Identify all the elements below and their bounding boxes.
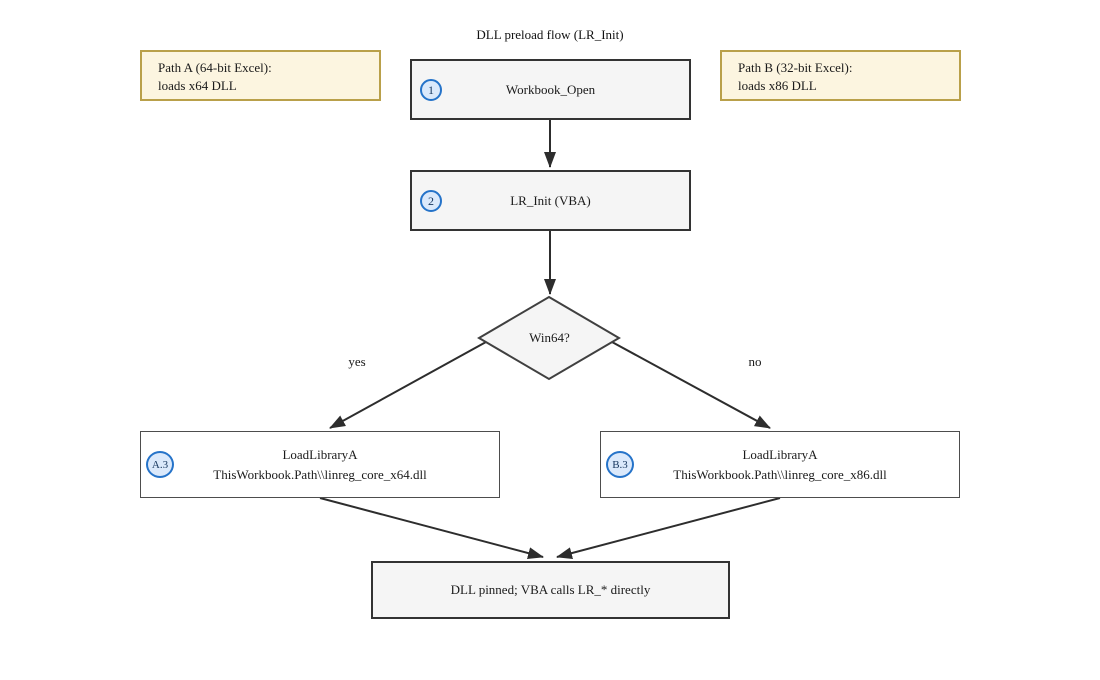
step-badge-b3: B.3 [606,451,634,478]
decision-label: Win64? [529,330,570,345]
decision-diamond [477,295,621,381]
node-workbook-open-label: Workbook_Open [505,81,596,97]
edge-load-x86-to-dll-pinned [556,497,781,559]
note-path-a: Path A (64-bit Excel): loads x64 DLL [140,50,381,101]
node-loadlibrary-x64-line2: ThisWorkbook.Path\\linreg_core_x64.dll [213,466,427,482]
node-dll-pinned-label: DLL pinned; VBA calls LR_* directly [450,582,651,597]
note-path-b-line2: loads x86 DLL [738,78,817,93]
diagram-title: DLL preload flow (LR_Init) [476,27,624,42]
step-badge-a3: A.3 [146,451,174,478]
node-loadlibrary-x64: LoadLibraryA ThisWorkbook.Path\\linreg_c… [140,431,500,498]
note-path-a-line1: Path A (64-bit Excel): [158,60,272,75]
note-path-b: Path B (32-bit Excel): loads x86 DLL [720,50,961,101]
note-path-a-line2: loads x64 DLL [158,78,237,93]
edge-decision-no-to-load-x86 [611,341,771,429]
node-dll-pinned: DLL pinned; VBA calls LR_* directly [371,561,730,619]
step-badge-1: 1 [420,79,442,101]
node-loadlibrary-x64-line1: LoadLibraryA [282,446,358,462]
edge-load-x64-to-dll-pinned [319,497,544,559]
edge-decision-yes-to-load-x64 [329,341,487,429]
node-loadlibrary-x86-line2: ThisWorkbook.Path\\linreg_core_x86.dll [673,466,887,482]
step-badge-2: 2 [420,190,442,212]
node-lr-init-label: LR_Init (VBA) [510,192,591,208]
edge-label-no: no [748,354,762,369]
note-path-b-line1: Path B (32-bit Excel): [738,60,853,75]
edge-label-yes: yes [348,354,366,369]
node-loadlibrary-x86: LoadLibraryA ThisWorkbook.Path\\linreg_c… [600,431,960,498]
node-workbook-open: Workbook_Open [410,59,691,120]
node-loadlibrary-x86-line1: LoadLibraryA [742,446,818,462]
node-lr-init: LR_Init (VBA) [410,170,691,231]
